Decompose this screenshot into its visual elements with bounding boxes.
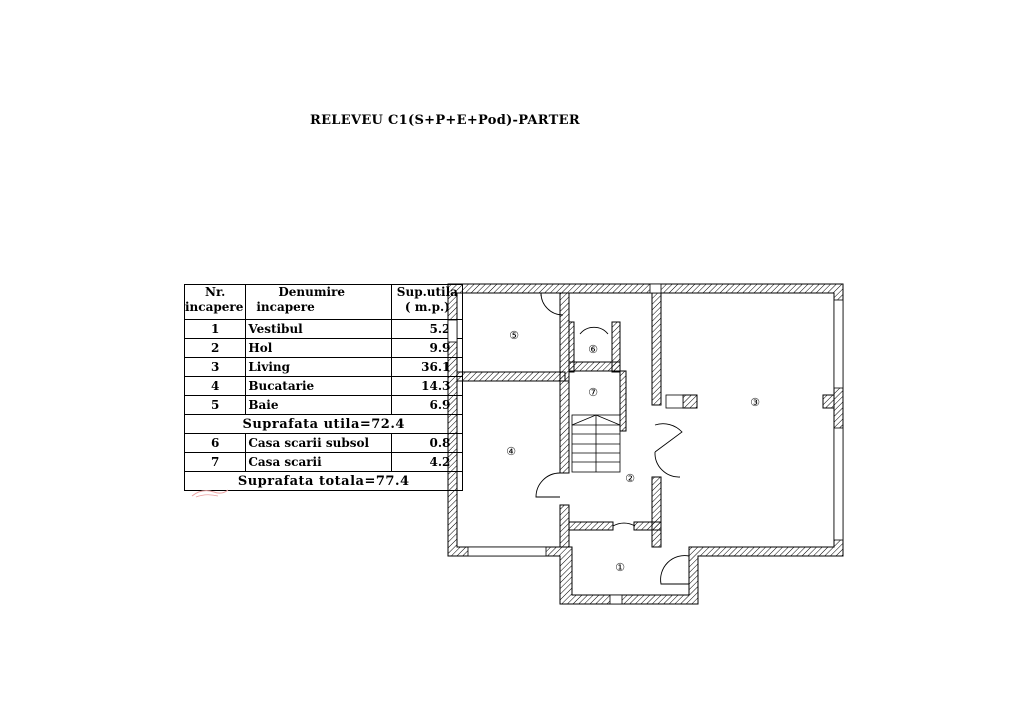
wall-4-right-low bbox=[559, 504, 570, 548]
row-nr: 5 bbox=[183, 395, 247, 415]
grand-total: Suprafata totala=77.4 bbox=[183, 471, 464, 491]
row-nr: 1 bbox=[183, 319, 247, 339]
row-nr: 6 bbox=[183, 433, 247, 453]
wall-7-right bbox=[619, 370, 627, 432]
header-name: Denumire incapere bbox=[245, 284, 393, 320]
row-name: Living bbox=[245, 357, 393, 377]
header-nr-line1: Nr. bbox=[204, 285, 226, 299]
table-row: 6 Casa scarii subsol 0.8 bbox=[183, 433, 464, 453]
table-row: 1 Vestibul 5.2 bbox=[183, 319, 464, 339]
header-name-line1: Denumire bbox=[278, 285, 346, 299]
row-area: 14.3 bbox=[391, 376, 464, 396]
row-nr: 2 bbox=[183, 338, 247, 358]
row-area: 5.2 bbox=[391, 319, 464, 339]
stair-line bbox=[595, 414, 621, 426]
room-number: ⑥ bbox=[588, 343, 598, 356]
wall-5-right bbox=[559, 292, 570, 382]
row-name: Bucatarie bbox=[245, 376, 393, 396]
doors bbox=[535, 292, 690, 585]
room-number: ④ bbox=[506, 445, 516, 458]
wall-6-right bbox=[611, 321, 621, 373]
row-name: Baie bbox=[245, 395, 393, 415]
stamp-mark bbox=[191, 489, 229, 498]
wall-6-left bbox=[568, 321, 575, 373]
window bbox=[467, 546, 547, 557]
wall-6-bottom bbox=[568, 361, 621, 372]
wall-vest-top-right bbox=[633, 521, 662, 531]
row-area: 4.2 bbox=[391, 452, 464, 472]
wall-living-pillar-right bbox=[822, 394, 835, 409]
door-entry bbox=[660, 555, 690, 585]
room-numbers: ① ② ③ ④ ⑤ ⑥ ⑦ bbox=[506, 329, 760, 574]
windows bbox=[447, 283, 844, 605]
row-nr: 3 bbox=[183, 357, 247, 377]
header-area-line2: ( m.p.) bbox=[404, 300, 450, 314]
row-nr: 7 bbox=[183, 452, 247, 472]
wall-vest-top-left bbox=[568, 521, 614, 531]
door-5 bbox=[540, 292, 564, 316]
table-row: 2 Hol 9.9 bbox=[183, 338, 464, 358]
room-number: ③ bbox=[750, 396, 760, 409]
header-nr-line2: incapere bbox=[185, 300, 244, 314]
table-row: 4 Bucatarie 14.3 bbox=[183, 376, 464, 396]
grand-total-row: Suprafata totala=77.4 bbox=[183, 471, 464, 491]
wall-5-4 bbox=[456, 371, 566, 382]
door-living-bottom bbox=[654, 451, 681, 478]
drawing-title: RELEVEU C1(S+P+E+Pod)-PARTER bbox=[310, 113, 580, 128]
window bbox=[609, 594, 623, 605]
table-row: 7 Casa scarii 4.2 bbox=[183, 452, 464, 472]
door-4 bbox=[535, 472, 561, 498]
door-living-top bbox=[654, 423, 683, 453]
row-name: Hol bbox=[245, 338, 393, 358]
window bbox=[649, 283, 662, 294]
table-row: 3 Living 36.1 bbox=[183, 357, 464, 377]
room-number: ⑤ bbox=[509, 329, 519, 342]
door-vestibul bbox=[612, 522, 636, 527]
row-name: Casa scarii subsol bbox=[245, 433, 393, 453]
room-number: ② bbox=[625, 472, 635, 485]
table-header-row: Nr. incapere Denumire incapere Sup.utila… bbox=[183, 284, 464, 320]
wall-4-right bbox=[559, 380, 570, 474]
stairs bbox=[571, 414, 621, 473]
useful-total-row: Suprafata utila=72.4 bbox=[183, 414, 464, 434]
window bbox=[833, 427, 844, 541]
window bbox=[665, 394, 684, 409]
wall-hol-living-low bbox=[651, 476, 662, 548]
table-row: 5 Baie 6.9 bbox=[183, 395, 464, 415]
row-nr: 4 bbox=[183, 376, 247, 396]
door-6 bbox=[579, 326, 609, 335]
room-area-table: Nr. incapere Denumire incapere Sup.utila… bbox=[183, 284, 464, 491]
header-name-line2: incapere bbox=[256, 300, 315, 314]
window bbox=[447, 319, 458, 343]
stair-line bbox=[571, 414, 597, 426]
room-number: ⑦ bbox=[588, 386, 598, 399]
useful-total: Suprafata utila=72.4 bbox=[183, 414, 464, 434]
window bbox=[833, 299, 844, 389]
header-area-line1: Sup.utila bbox=[396, 285, 458, 299]
room-number: ① bbox=[615, 561, 625, 574]
row-name: Casa scarii bbox=[245, 452, 393, 472]
floor-plan: ① ② ③ ④ ⑤ ⑥ ⑦ bbox=[447, 283, 844, 605]
wall-living-pillar bbox=[682, 394, 698, 409]
header-nr: Nr. incapere bbox=[183, 284, 247, 320]
wall-hol-living-top bbox=[651, 292, 662, 406]
row-name: Vestibul bbox=[245, 319, 393, 339]
